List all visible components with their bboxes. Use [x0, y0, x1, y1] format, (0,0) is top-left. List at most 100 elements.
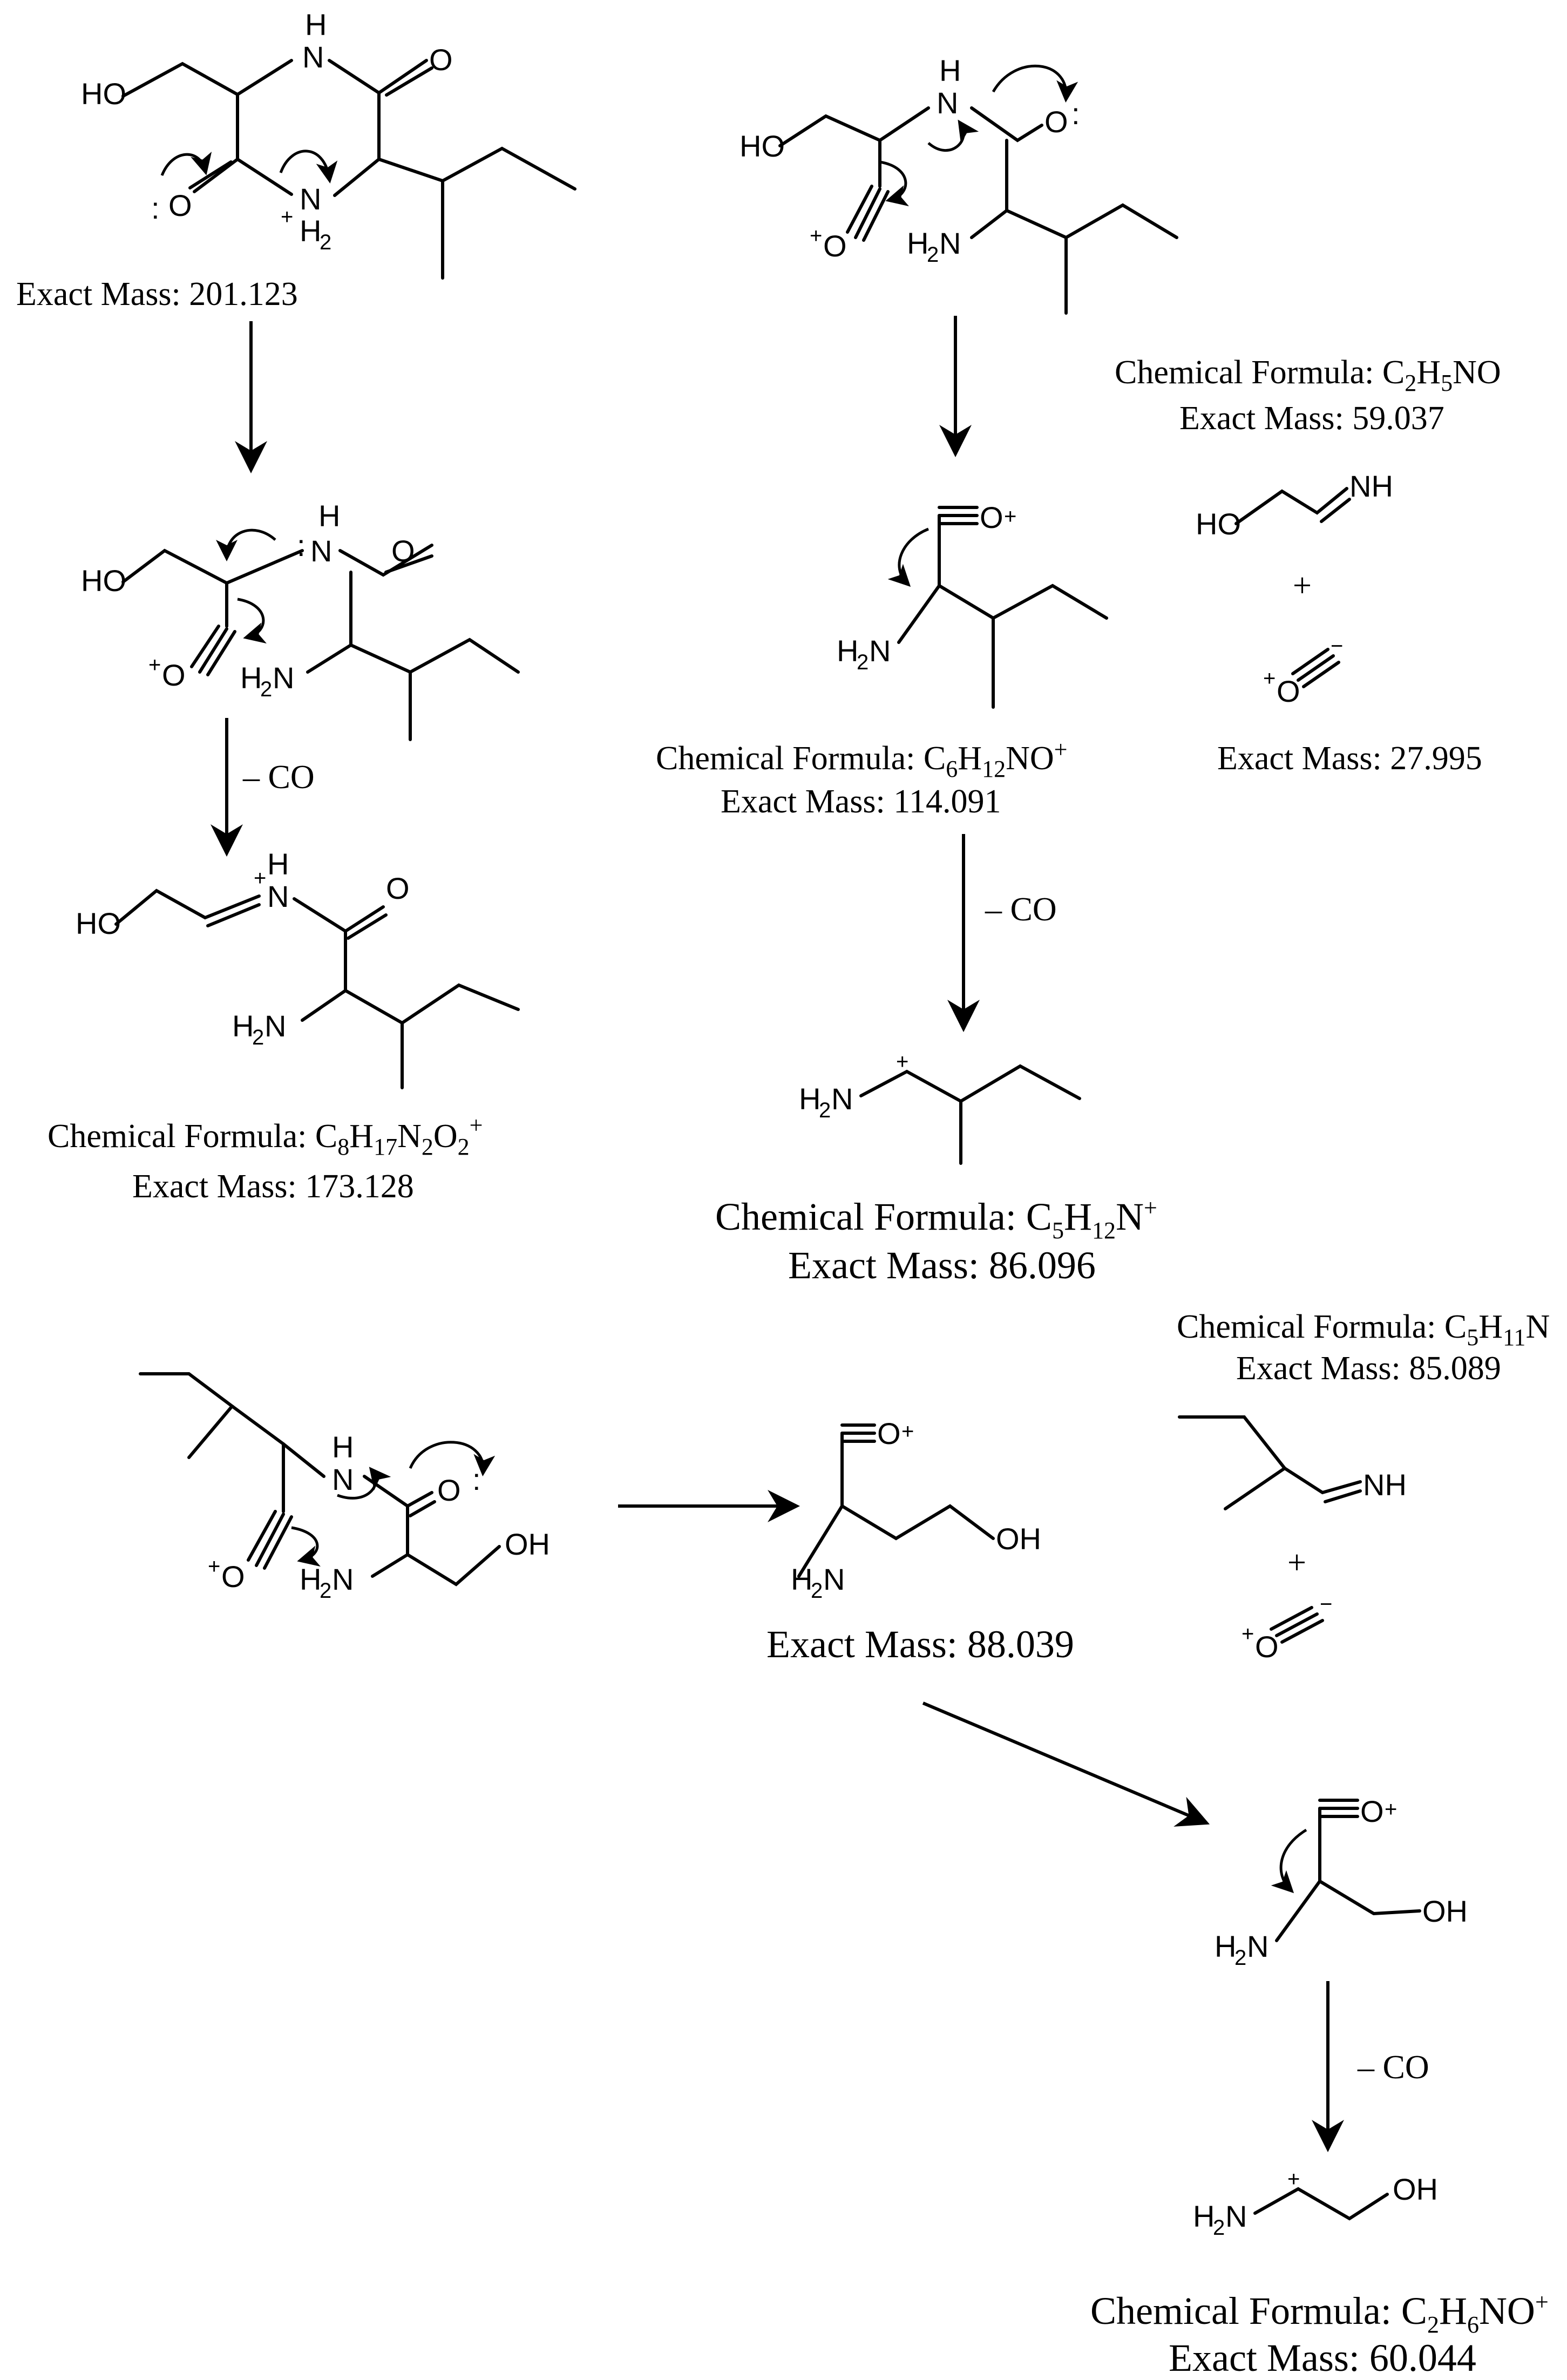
atom-o: O [980, 500, 1003, 534]
structure-s5-acylium: O + H 2 N [837, 500, 1108, 709]
charge-plus: + [281, 205, 293, 229]
atom-o: O [162, 658, 186, 692]
atom-n: N [1247, 1929, 1268, 1963]
atom-n: N [939, 226, 961, 260]
caption-s4-formula: Chemical Formula: C2H5NO [1115, 354, 1501, 396]
charge-plus: + [1287, 2167, 1300, 2191]
charge-plus: + [1004, 505, 1016, 528]
atom-h: H [240, 661, 262, 695]
atom-o: O [437, 1473, 461, 1507]
caption-s5-formula: Chemical Formula: C6H12NO+ [656, 736, 1067, 782]
atom-n: N [300, 182, 321, 216]
atom-n: N [332, 1462, 354, 1496]
atom-o: O [1360, 1794, 1384, 1828]
structure-s3-iminium: HO + H N O H 2 N [76, 847, 520, 1089]
caption-s3-formula: Chemical Formula: C8H17N2O2+ [48, 1112, 483, 1160]
atom-n: N [332, 1562, 354, 1596]
structure-carbon-monoxide: + O − [1263, 634, 1343, 708]
caption-s1-mass: Exact Mass: 201.123 [16, 276, 298, 313]
lone-pair: : [297, 528, 306, 562]
structure-s7-acylium: H N O : + O H 2 N OH [139, 1372, 550, 1603]
atom-o: O [1044, 105, 1068, 139]
subscript-2: 2 [811, 1579, 823, 1603]
atom-o: O [386, 871, 410, 905]
plus-sign: + [1293, 567, 1312, 604]
atom-h: H [232, 1009, 254, 1043]
atom-n: N [273, 661, 294, 695]
arrow-s8-to-s9 [922, 1701, 1210, 1827]
structure-s2-acylium: HO H : N O + O H 2 N [81, 499, 520, 741]
subscript-2: 2 [819, 1099, 831, 1122]
caption-s10-formula: Chemical Formula: C2H6NO+ [1090, 2289, 1549, 2338]
atom-ho: HO [81, 564, 126, 598]
structure-carbon-monoxide: + O − [1242, 1592, 1332, 1664]
atom-h: H [907, 226, 928, 260]
caption-s3-mass: Exact Mass: 173.128 [132, 1168, 414, 1205]
structure-s8-acylium: O + H 2 N OH [791, 1416, 1041, 1603]
caption-s6-mass: Exact Mass: 86.096 [788, 1244, 1096, 1287]
structure-s10-iminium: H 2 N + OH [1193, 2167, 1438, 2240]
charge-plus: + [208, 1555, 220, 1578]
subscript-2: 2 [857, 650, 869, 674]
charge-minus: − [1331, 634, 1343, 658]
atom-n: N [823, 1562, 845, 1596]
atom-h: H [332, 1430, 354, 1464]
atom-ho: HO [740, 129, 785, 163]
atom-o: O [168, 188, 192, 222]
lone-pair: : [472, 1462, 481, 1496]
charge-plus: + [254, 866, 266, 890]
atom-oh: OH [1393, 2172, 1438, 2206]
structure-s6-iminium: H 2 N + [799, 1050, 1081, 1165]
caption-s6-formula: Chemical Formula: C5H12N+ [715, 1195, 1157, 1244]
structure-imine: NH [1178, 1415, 1407, 1510]
atom-n: N [1225, 2199, 1247, 2233]
atom-o: O [1277, 674, 1300, 708]
atom-o: O [877, 1416, 901, 1450]
caption-s5-mass: Exact Mass: 114.091 [721, 783, 1001, 820]
atom-n: N [869, 634, 891, 668]
atom-ho: HO [1196, 507, 1241, 541]
atom-ho: HO [81, 77, 126, 111]
charge-plus: + [896, 1050, 908, 1074]
structure-s4-acylium: HO H N O : + O H 2 N [740, 53, 1178, 315]
lone-pair: : [151, 191, 160, 225]
atom-h: H [1193, 2199, 1215, 2233]
atom-h: H [267, 847, 289, 881]
charge-minus: − [1320, 1592, 1332, 1616]
subscript-2: 2 [1234, 1946, 1246, 1970]
charge-plus: + [1263, 667, 1276, 690]
atom-oh: OH [505, 1527, 550, 1561]
atom-h: H [837, 634, 858, 668]
atom-h: H [939, 53, 961, 87]
charge-plus: + [810, 224, 822, 248]
atom-n: N [302, 40, 324, 74]
atom-oh: OH [1422, 1894, 1468, 1928]
caption-co-mass: Exact Mass: 27.995 [1217, 740, 1482, 777]
atom-o: O [221, 1559, 245, 1594]
caption-s8-mass: Exact Mass: 88.039 [766, 1623, 1074, 1666]
atom-n: N [310, 534, 332, 568]
atom-n: N [267, 879, 289, 913]
structure-s9-acylium: O + H 2 N OH [1215, 1794, 1468, 1970]
atom-o: O [1255, 1630, 1279, 1664]
structure-hydroxy-imine: HO NH [1196, 469, 1393, 541]
atom-h: H [1215, 1929, 1236, 1963]
caption-s4-mass: Exact Mass: 59.037 [1179, 400, 1444, 437]
label-minus-co: – CO [242, 759, 315, 796]
atom-h: H [791, 1562, 812, 1596]
atom-h: H [300, 1562, 321, 1596]
atom-nh: NH [1349, 469, 1393, 503]
atom-o: O [823, 229, 847, 263]
atom-h: H [300, 214, 321, 248]
caption-s7-mass: Exact Mass: 85.089 [1236, 1350, 1501, 1387]
caption-s10-mass: Exact Mass: 60.044 [1169, 2336, 1476, 2379]
atom-h: H [799, 1082, 820, 1116]
charge-plus: + [1242, 1622, 1254, 1646]
subscript-2: 2 [927, 243, 939, 267]
atom-o: O [429, 43, 453, 77]
subscript-2: 2 [252, 1026, 264, 1049]
atom-nh: NH [1363, 1468, 1407, 1502]
subscript-2: 2 [320, 230, 331, 254]
lone-pair: : [1071, 97, 1080, 131]
